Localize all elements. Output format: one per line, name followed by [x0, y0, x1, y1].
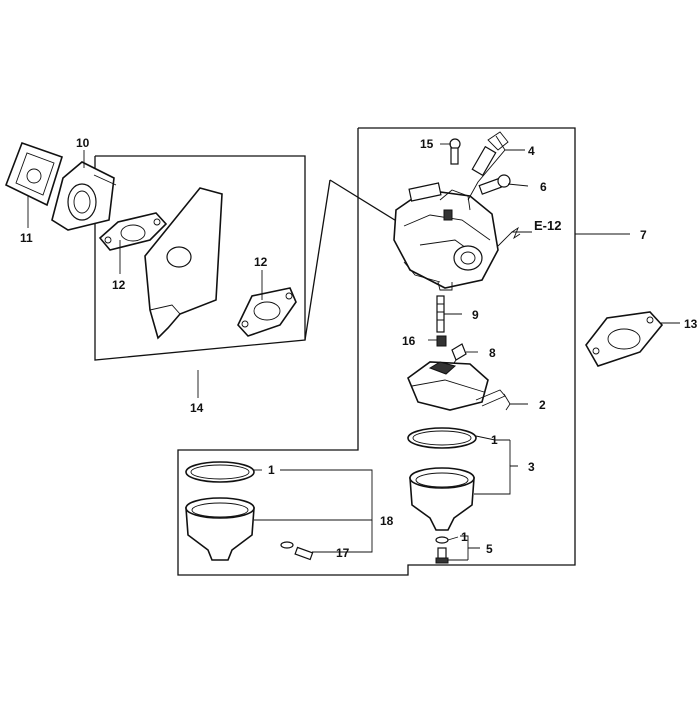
- callout-13: 13: [684, 317, 698, 331]
- callout-18: 18: [380, 514, 394, 528]
- float-bowl-gasket-left: [185, 461, 255, 483]
- screw-part-15: [449, 138, 461, 165]
- callout-14: 14: [190, 401, 204, 415]
- bolt-part-5: [435, 536, 449, 564]
- callout-9: 9: [472, 308, 479, 322]
- callout-15: 15: [420, 137, 434, 151]
- float-bowl-right: [409, 467, 475, 531]
- frame-carburetor-assembly: [177, 127, 576, 576]
- gasket-part-12-left: [98, 212, 168, 251]
- callout-6: 6: [540, 180, 547, 194]
- jet-part-16: [436, 335, 447, 347]
- callout-3: 3: [528, 460, 535, 474]
- callout-1-left: 1: [268, 463, 275, 477]
- gasket-part-11: [4, 141, 63, 207]
- float-bowl-left: [185, 497, 255, 561]
- callout-10: 10: [76, 136, 90, 150]
- screw-part-6: [478, 174, 511, 195]
- callout-2: 2: [539, 398, 546, 412]
- bolt-part-17: [280, 541, 314, 561]
- callout-8: 8: [489, 346, 496, 360]
- leader-lines: [27, 135, 680, 561]
- callout-11: 11: [20, 231, 33, 245]
- callout-7: 7: [640, 228, 647, 242]
- ref-label-e12: E-12: [534, 218, 561, 233]
- callout-16: 16: [402, 334, 416, 348]
- insulator-part-10: [51, 161, 117, 231]
- callout-5: 5: [486, 542, 493, 556]
- callout-1-bolt: 1: [461, 530, 468, 544]
- callout-17: 17: [336, 546, 350, 560]
- jet-part-9: [436, 295, 445, 333]
- callout-labels: 11 10 12 12 14 15 4 6 E-12 7 13 9 16 8 2…: [20, 136, 698, 560]
- float-part-2: [407, 361, 506, 411]
- link-line-insulator: [304, 179, 331, 341]
- callout-12-left: 12: [112, 278, 126, 292]
- gasket-part-13: [585, 311, 664, 367]
- gasket-part-12-right: [237, 287, 297, 337]
- callout-1-right: 1: [491, 433, 498, 447]
- heat-shield-plate: [144, 187, 223, 340]
- screw-part-8: [451, 343, 467, 367]
- screw-part-4: [471, 131, 509, 177]
- carburetor-body: [393, 182, 499, 291]
- callout-12-right: 12: [254, 255, 268, 269]
- float-bowl-gasket-right: [407, 427, 477, 449]
- callout-4: 4: [528, 144, 535, 158]
- link-line-carb: [329, 179, 399, 223]
